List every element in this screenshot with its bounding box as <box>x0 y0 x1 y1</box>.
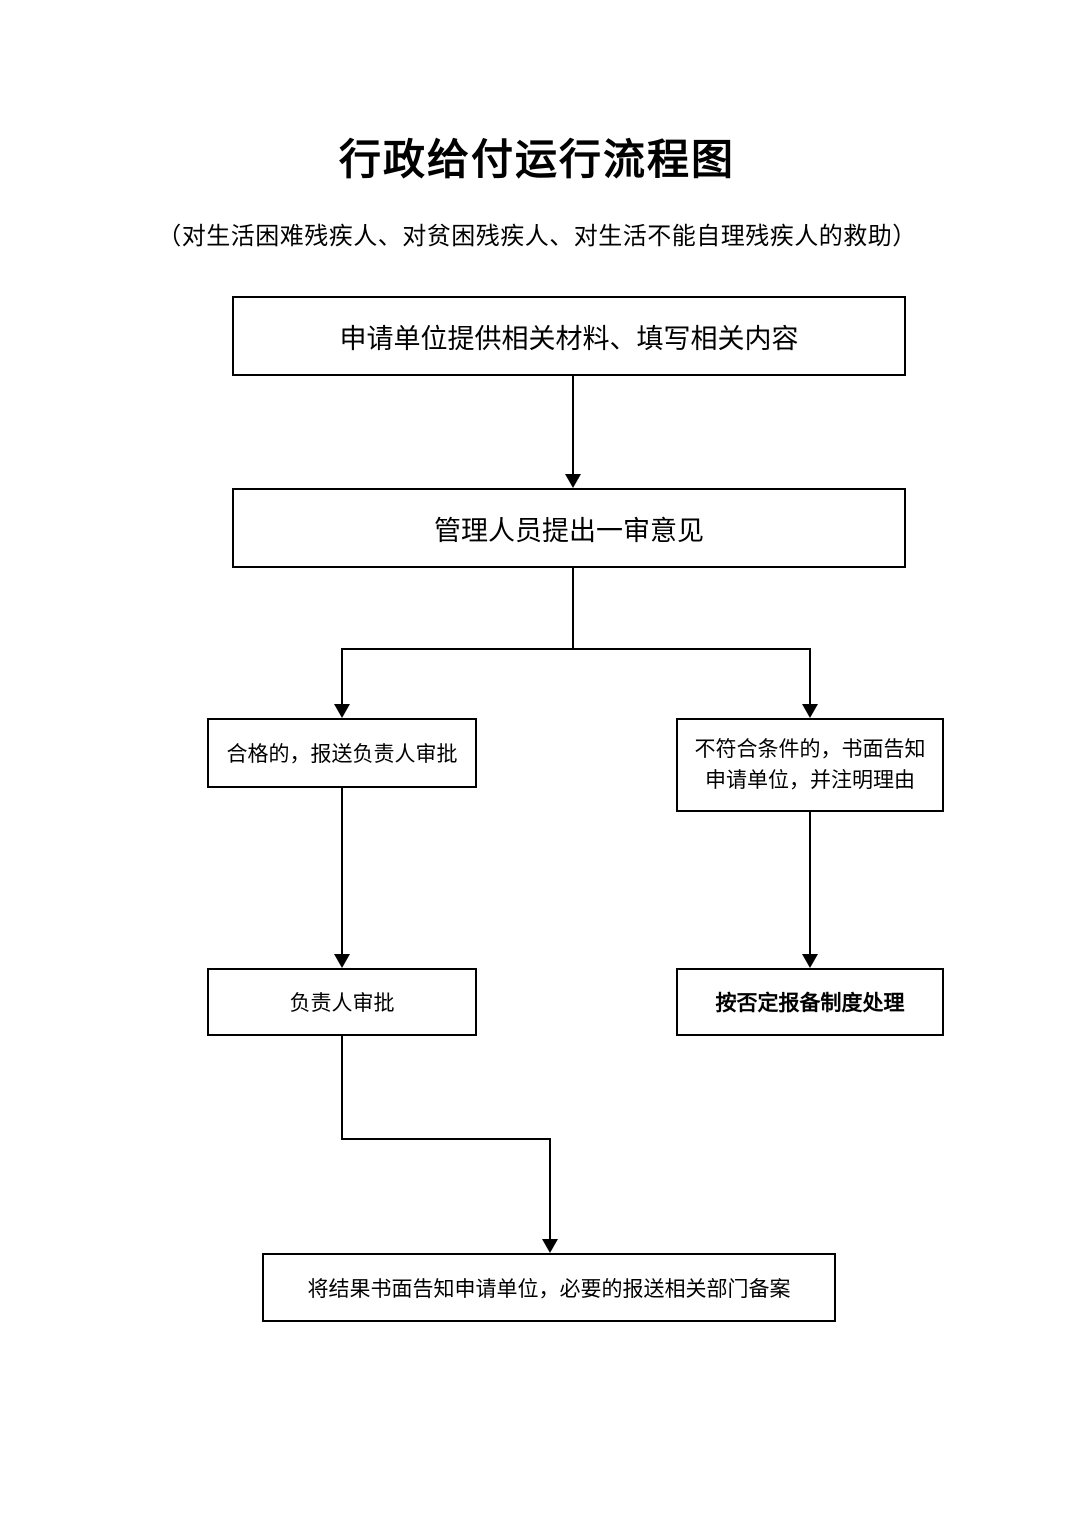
connector-rejected-to-negative <box>809 812 811 954</box>
flow-node-first-review: 管理人员提出一审意见 <box>232 488 906 568</box>
connector-approval-down <box>341 1036 343 1140</box>
arrowhead-firstreview-to-qualified <box>334 704 350 718</box>
flow-node-approval-label: 负责人审批 <box>289 991 395 1015</box>
connector-firstreview-to-rejected <box>809 648 811 704</box>
connector-approval-across <box>341 1138 551 1140</box>
arrowhead-approval-to-notify <box>542 1239 558 1253</box>
flow-node-qualified-label: 合格的，报送负责人审批 <box>226 742 458 766</box>
page-title: 行政给付运行流程图 <box>338 138 735 184</box>
flow-node-notify-result-label: 将结果书面告知申请单位，必要的报送相关部门备案 <box>307 1276 791 1301</box>
arrowhead-qualified-to-approval <box>334 954 350 968</box>
flow-node-negative-filing-label: 按否定报备制度处理 <box>715 991 905 1015</box>
flow-node-apply-label: 申请单位提供相关材料、填写相关内容 <box>339 323 799 354</box>
connector-firstreview-stem <box>572 568 574 650</box>
flow-node-notify-result: 将结果书面告知申请单位，必要的报送相关部门备案 <box>262 1253 836 1322</box>
connector-approval-to-notify <box>549 1138 551 1239</box>
flow-node-approval: 负责人审批 <box>207 968 477 1036</box>
arrowhead-firstreview-to-rejected <box>802 704 818 718</box>
flow-node-qualified: 合格的，报送负责人审批 <box>207 718 477 788</box>
flow-node-first-review-label: 管理人员提出一审意见 <box>434 515 704 546</box>
connector-firstreview-bus <box>341 648 811 650</box>
arrowhead-rejected-to-negative <box>802 954 818 968</box>
connector-qualified-to-approval <box>341 788 343 954</box>
page-subtitle: （对生活困难残疾人、对贫困残疾人、对生活不能自理残疾人的救助） <box>157 224 917 250</box>
connector-apply-to-firstreview <box>572 376 574 474</box>
connector-firstreview-to-qualified <box>341 648 343 704</box>
flow-node-rejected-label: 不符合条件的，书面告知 申请单位，并注明理由 <box>694 736 926 793</box>
flow-node-negative-filing: 按否定报备制度处理 <box>676 968 944 1036</box>
arrowhead-apply-to-firstreview <box>565 474 581 488</box>
flow-node-apply: 申请单位提供相关材料、填写相关内容 <box>232 296 906 376</box>
flow-node-rejected: 不符合条件的，书面告知 申请单位，并注明理由 <box>676 718 944 812</box>
